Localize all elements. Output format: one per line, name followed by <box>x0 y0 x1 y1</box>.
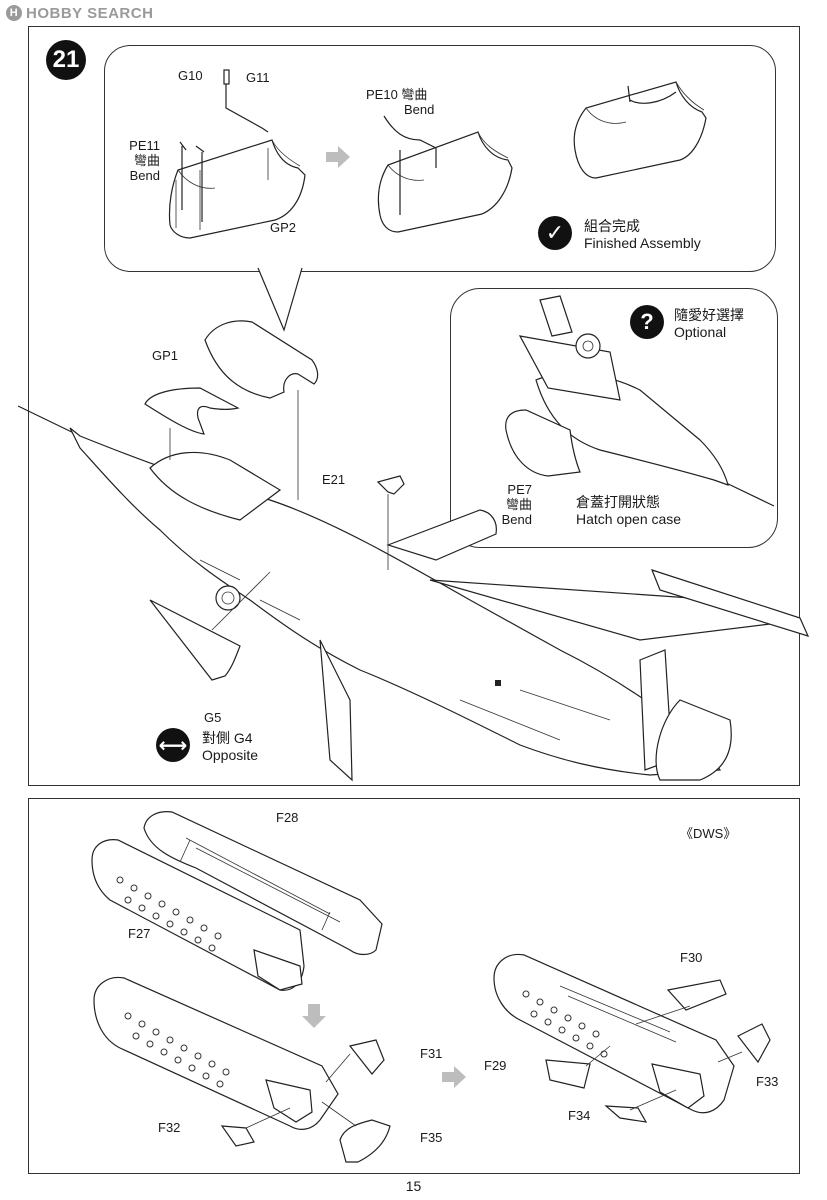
label-f28: F28 <box>276 810 299 825</box>
optional-cn: 隨愛好選擇 <box>674 307 744 323</box>
finished-cn: 組合完成 <box>584 218 640 234</box>
optional-note: 隨愛好選擇 Optional <box>674 307 744 341</box>
detail-mark <box>495 680 501 686</box>
f27-part <box>91 839 305 991</box>
label-f29: F29 <box>484 1058 507 1073</box>
hatch-open-note: 倉蓋打開狀態 Hatch open case <box>576 494 681 528</box>
hatch-en: Hatch open case <box>576 511 682 527</box>
label-pe7-cn: 彎曲 <box>505 497 532 512</box>
optional-hatch-drawing <box>505 295 775 507</box>
pod-assembly-step <box>93 976 391 1163</box>
label-pe11: PE11 彎曲 Bend <box>112 138 160 183</box>
bubble-pointer <box>257 267 303 332</box>
label-pe10: PE10 彎曲 Bend <box>366 87 434 117</box>
finished-assembly-note: 組合完成 Finished Assembly <box>584 218 701 252</box>
step-21-panel <box>28 26 800 786</box>
label-g10: G10 <box>178 68 203 83</box>
g5-part <box>149 599 241 681</box>
checkmark-icon: ✓ <box>538 216 572 250</box>
opposite-note: 對側 G4 Opposite <box>202 730 258 764</box>
optional-en: Optional <box>674 324 727 340</box>
dws-panel <box>28 798 800 1174</box>
step-arrow-1 <box>326 146 350 168</box>
label-pe7: PE7 彎曲 Bend <box>478 482 532 527</box>
gp2-finished <box>573 81 707 179</box>
watermark-logo-icon: H <box>6 5 22 21</box>
label-pe10-en: Bend <box>404 102 435 117</box>
label-pe7-en: Bend <box>501 512 532 527</box>
label-g11: G11 <box>246 70 270 85</box>
aircraft-main <box>17 405 810 782</box>
label-f32: F32 <box>158 1120 181 1135</box>
f35-part <box>339 1119 391 1163</box>
f34-part <box>604 1105 648 1123</box>
label-pe11-cn: 彎曲 <box>133 153 160 168</box>
label-e21: E21 <box>322 472 346 487</box>
e21-part <box>376 475 405 495</box>
label-f34: F34 <box>568 1108 591 1123</box>
question-icon: ? <box>630 305 664 339</box>
dws-title: 《DWS》 <box>680 826 737 841</box>
hatch-cn: 倉蓋打開狀態 <box>576 494 660 510</box>
step-number-badge: 21 <box>46 40 86 80</box>
opposite-en: Opposite <box>202 747 259 763</box>
f32-part <box>220 1125 255 1147</box>
canopy-part <box>204 320 319 500</box>
step-arrow-2 <box>302 1004 326 1028</box>
gp1-part <box>144 387 240 460</box>
label-f35: F35 <box>420 1130 443 1145</box>
f28-part <box>143 811 383 956</box>
label-f33: F33 <box>756 1074 779 1089</box>
gp2-assembly-step1 <box>168 69 306 239</box>
label-g5: G5 <box>204 710 222 725</box>
f33-part <box>737 1023 771 1064</box>
double-arrow-icon: ⟷ <box>156 728 190 762</box>
pod-finished <box>493 953 771 1123</box>
label-gp2: GP2 <box>270 220 297 235</box>
label-f31: F31 <box>420 1046 443 1061</box>
finished-en: Finished Assembly <box>584 235 701 251</box>
label-pe11-en: Bend <box>129 168 160 183</box>
f30-part <box>666 979 727 1011</box>
opposite-cn: 對側 G4 <box>202 730 253 746</box>
gp2-assembly-step2 <box>377 115 513 233</box>
label-pe11-code: PE11 <box>129 138 160 153</box>
label-pe7-code: PE7 <box>507 482 532 497</box>
label-pe10-code: PE10 彎曲 <box>366 87 428 102</box>
watermark: H HOBBY SEARCH <box>6 4 153 22</box>
page-number: 15 <box>405 1178 422 1194</box>
f31-part <box>348 1039 385 1075</box>
label-f27: F27 <box>128 926 151 941</box>
f29-part <box>545 1059 591 1089</box>
label-f30: F30 <box>680 950 703 965</box>
label-gp1: GP1 <box>152 348 179 363</box>
watermark-text: HOBBY SEARCH <box>26 4 154 22</box>
step-arrow-3 <box>442 1066 466 1088</box>
